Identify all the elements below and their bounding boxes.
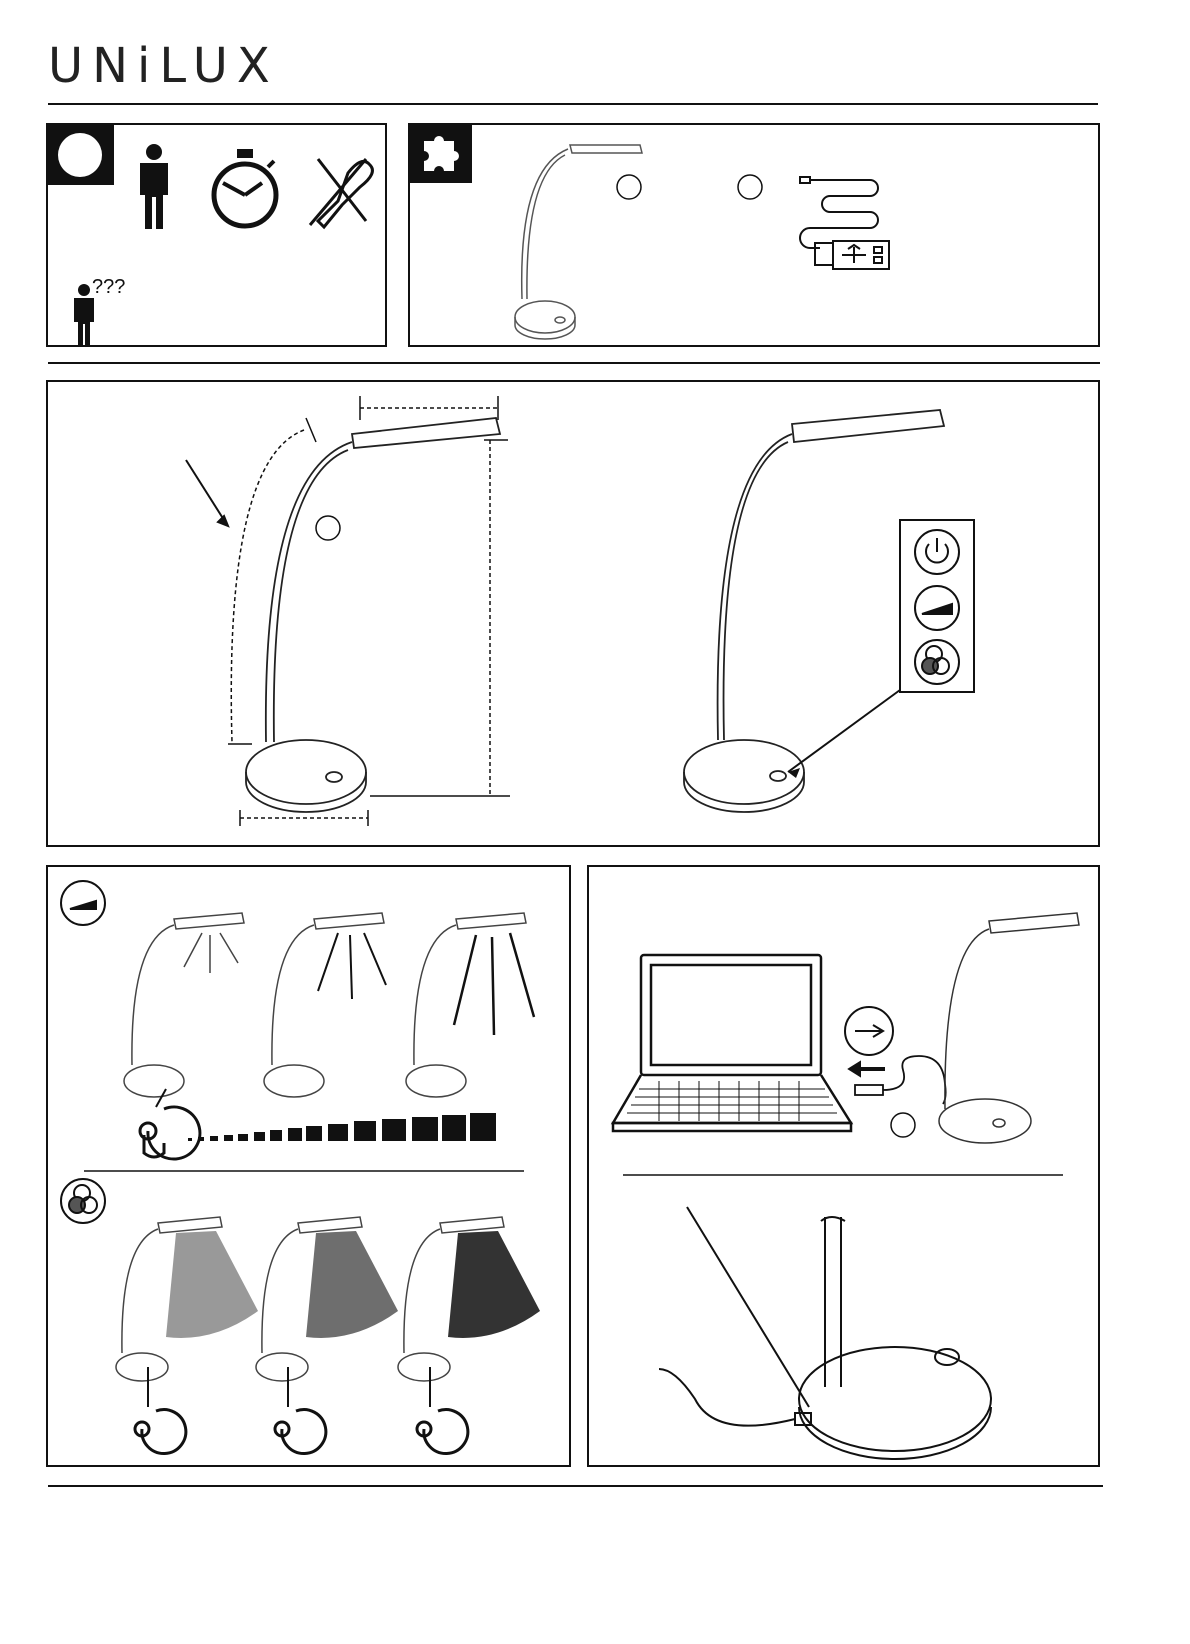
arrow-press-1 — [156, 1089, 166, 1107]
lamp-charging — [939, 913, 1079, 1143]
base-port-closeup — [659, 1207, 991, 1459]
light-cone-3 — [448, 1231, 540, 1338]
lamp-brightness-high — [406, 913, 534, 1097]
callout-circle-a — [617, 175, 641, 199]
dimensions-illustration — [48, 382, 1102, 849]
person-questions-icon: ??? — [74, 276, 125, 346]
footer-divider — [48, 1485, 1103, 1487]
requirements-panel: ??? — [46, 123, 387, 347]
header-divider — [48, 103, 1098, 105]
usb-cable-icon — [855, 1056, 946, 1104]
person-icon — [140, 144, 168, 229]
color-temperature-icon — [61, 1179, 105, 1223]
light-cone-2 — [306, 1231, 398, 1338]
lamp-brightness-low — [124, 913, 244, 1097]
usb-symbol-icon — [845, 1007, 893, 1055]
brightness-ramp — [188, 1113, 496, 1141]
filled-circle-icon — [48, 125, 114, 185]
callout-circle-b — [738, 175, 762, 199]
lamp-drawing — [515, 145, 642, 339]
requirements-icons: ??? — [48, 125, 389, 349]
light-cone-1 — [166, 1231, 258, 1338]
touch-hand-icon — [140, 1107, 200, 1159]
section-divider — [48, 362, 1100, 364]
functions-illustration — [48, 867, 573, 1469]
charging-panel — [587, 865, 1100, 1467]
contents-panel — [408, 123, 1100, 347]
callout-circle-c — [316, 516, 340, 540]
stopwatch-icon — [214, 149, 276, 226]
svg-text:???: ??? — [92, 276, 125, 298]
lamp-controls — [684, 410, 944, 812]
puzzle-icon — [410, 125, 472, 183]
arrow-to-neck — [186, 460, 228, 526]
usb-cable-icon — [800, 177, 889, 269]
contents-illustration — [410, 125, 1102, 349]
lamp-brightness-mid — [264, 913, 386, 1097]
laptop-icon — [613, 955, 851, 1131]
brand-logo: UNiLUX — [48, 38, 279, 94]
callout-circle-d — [891, 1113, 915, 1137]
control-panel-callout — [788, 520, 974, 772]
functions-panel — [46, 865, 571, 1467]
lamp-dimensioned — [246, 418, 500, 812]
arrow-to-laptop — [851, 1064, 885, 1074]
dimensions-panel — [46, 380, 1100, 847]
charging-illustration — [589, 867, 1102, 1469]
no-screwdriver-icon — [310, 159, 372, 227]
brightness-icon — [61, 881, 105, 925]
